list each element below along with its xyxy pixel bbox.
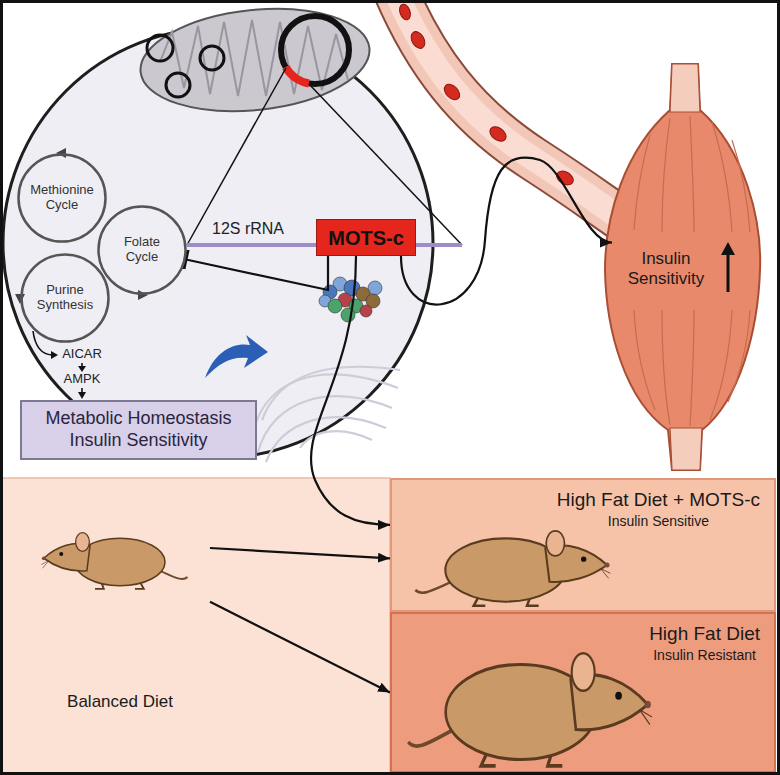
muscle [605,64,760,470]
arrow-connector [311,256,390,525]
cycle-arrowheads [15,148,148,304]
node-text: Insulin Sensitivity [612,249,720,290]
node-text: MOTS-c [328,227,404,249]
arrow-connector [210,602,390,693]
metabolite-label: AICAR [42,347,122,362]
node-text: Purine Synthesis [29,283,101,313]
outcome-box: Metabolic Homeostasis Insulin Sensitivit… [20,400,257,460]
cycle-circle: Methionine Cycle [17,153,107,243]
circle-outline [19,155,106,242]
circle-outline [99,207,186,294]
endoplasmic-reticulum [252,367,400,462]
diet-panel: High Fat DietInsulin Resistant [390,612,776,773]
circle-outline [22,255,109,342]
signal-arrow [205,335,268,378]
diet-panel: High Fat Diet + MOTS-cInsulin Sensitive [390,478,776,612]
mouse-node: Balanced Diet [30,505,210,720]
arrow-connector [401,158,612,305]
node-subtext: Insulin Sensitive [557,512,760,530]
muscle-label-area: Insulin Sensitivity [612,236,720,302]
diet-panel [0,478,390,775]
gene-label: 12S rRNA [212,220,312,238]
enzyme-label: AMPK [42,372,122,387]
node-text: Metabolic Homeostasis Insulin Sensitivit… [22,408,255,451]
node-text: Balanced Diet [67,692,173,712]
node-subtext: Insulin Resistant [649,646,760,664]
peptide-gene-box: MOTS-c [316,219,416,256]
mitochondrion [135,0,374,122]
mouse-figure [412,510,612,610]
node-text: Methionine Cycle [26,183,98,213]
pathway-circle: Purine Synthesis [20,253,110,343]
inhibition-connector [186,256,328,290]
node-text: Folate Cycle [106,235,178,265]
arrow-connector [210,548,390,558]
mouse-figure [40,517,190,592]
node-text: High Fat Diet + MOTS-c [557,489,760,512]
cycle-circle: Folate Cycle [97,205,187,295]
obese-mouse-figure [404,622,654,772]
node-text: High Fat Diet [649,623,760,646]
